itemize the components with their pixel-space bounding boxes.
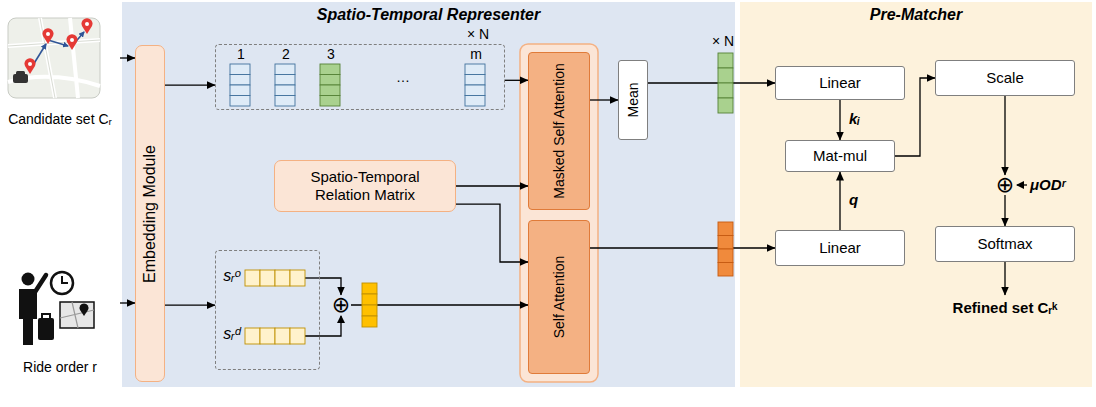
connector-arrow: [320, 278, 341, 295]
feature-vector: [362, 283, 377, 327]
ride-order-icon: [19, 272, 94, 345]
sum-symbol: ⊕: [331, 295, 351, 315]
connector-arrow: [120, 57, 135, 58]
connector-arrow: [351, 304, 528, 305]
attention-box: Masked Self Attention: [528, 52, 590, 210]
connector-arrow: [1004, 262, 1005, 295]
node-text: Pre-Matcher: [870, 5, 962, 24]
output-text: Refined set Cᵣᵏ: [925, 295, 1085, 321]
mean-box: Mean: [618, 60, 648, 140]
connector-arrow: [590, 247, 775, 248]
embedding-box: Embedding Module: [135, 45, 165, 382]
node-text: ⊕: [332, 295, 350, 315]
linear-box: Linear: [775, 66, 905, 100]
module-panel: Spatio-Temporal RepresenterEmbedding Mod…: [122, 2, 735, 387]
node-text: Scale: [986, 69, 1024, 87]
edge-label: kᵢ: [847, 110, 862, 128]
feature-vector: [465, 64, 485, 106]
node-text: Spatio-Temporal Relation Matrix: [281, 168, 449, 204]
node-text: Ride order r: [23, 359, 97, 376]
node-text: Mat-mul: [813, 147, 867, 165]
connector-arrow: [165, 305, 215, 306]
connector-arrow: [456, 204, 528, 262]
node-text: m: [470, 46, 482, 63]
connector-arrow: [590, 99, 618, 100]
candidate-group: 123…m× N: [215, 44, 505, 110]
softmax-box: Softmax: [935, 226, 1075, 262]
connector-arrow: [456, 185, 528, 186]
bias-label: μODʳ: [1030, 176, 1066, 194]
representer-panel-ground: [122, 2, 735, 387]
connector-arrow: [648, 82, 775, 83]
edge-label: q: [847, 191, 860, 209]
node-text: Self Attention: [551, 256, 568, 339]
node-text: …: [396, 69, 410, 86]
node-text: Linear: [819, 74, 861, 92]
connector-arrow: [1004, 195, 1005, 226]
node-text: sᵣᵈ: [223, 324, 240, 343]
connector-arrow: [120, 302, 135, 303]
node-text: Spatio-Temporal Representer: [317, 5, 540, 24]
node-text: Candidate set Cᵣ: [8, 111, 112, 128]
scale-box: Scale: [935, 60, 1075, 96]
node-text: ⊕: [996, 175, 1014, 195]
node-text: 1: [237, 46, 245, 63]
connector-arrow: [1004, 96, 1005, 175]
connector-arrow: [505, 80, 528, 81]
attention-container: [520, 44, 598, 382]
connector-arrow: [165, 84, 215, 85]
feature-vector: [245, 328, 305, 344]
merge-line: [305, 277, 320, 278]
feature-vector: [718, 53, 733, 113]
node-text: Masked Self Attention: [551, 63, 568, 198]
input-figure: Candidate set Cᵣ: [0, 15, 120, 130]
feature-vector: [320, 64, 340, 106]
bias-arrow: [1017, 184, 1027, 185]
linear-box: Linear: [775, 230, 905, 266]
feature-vector: [718, 222, 733, 276]
feature-vector: [275, 64, 295, 106]
prematcher-panel-ground: [740, 2, 1092, 387]
connector-arrow: [839, 172, 840, 230]
node-text: Linear: [819, 239, 861, 257]
merge-line: [305, 316, 341, 336]
node-text: Refined set Cᵣᵏ: [953, 299, 1058, 317]
feature-vector: [230, 64, 250, 106]
module-panel: Pre-MatcherLinearMat-mulScale⊕LinearSoft…: [740, 2, 1092, 387]
attention-box: Self Attention: [528, 220, 590, 374]
node-text: 2: [282, 46, 290, 63]
node-text: Mean: [625, 82, 642, 117]
node-text: Embedding Module: [140, 145, 159, 283]
node-text: Softmax: [977, 235, 1032, 253]
relation-box: Spatio-Temporal Relation Matrix: [274, 160, 456, 212]
sum-symbol: ⊕: [995, 175, 1015, 195]
order-group: sᵣᵒ sᵣᵈ: [215, 250, 320, 370]
connector-arrow: [839, 100, 840, 140]
matmul-box: Mat-mul: [785, 140, 895, 172]
input-figure: Ride order r: [0, 268, 120, 378]
node-text: sᵣᵒ: [223, 266, 240, 285]
repeat-label: × N: [712, 33, 734, 50]
map-icon: [8, 18, 100, 98]
node-text: 3: [327, 46, 335, 63]
feature-vector: [245, 270, 305, 286]
node-text: × N: [467, 26, 489, 43]
